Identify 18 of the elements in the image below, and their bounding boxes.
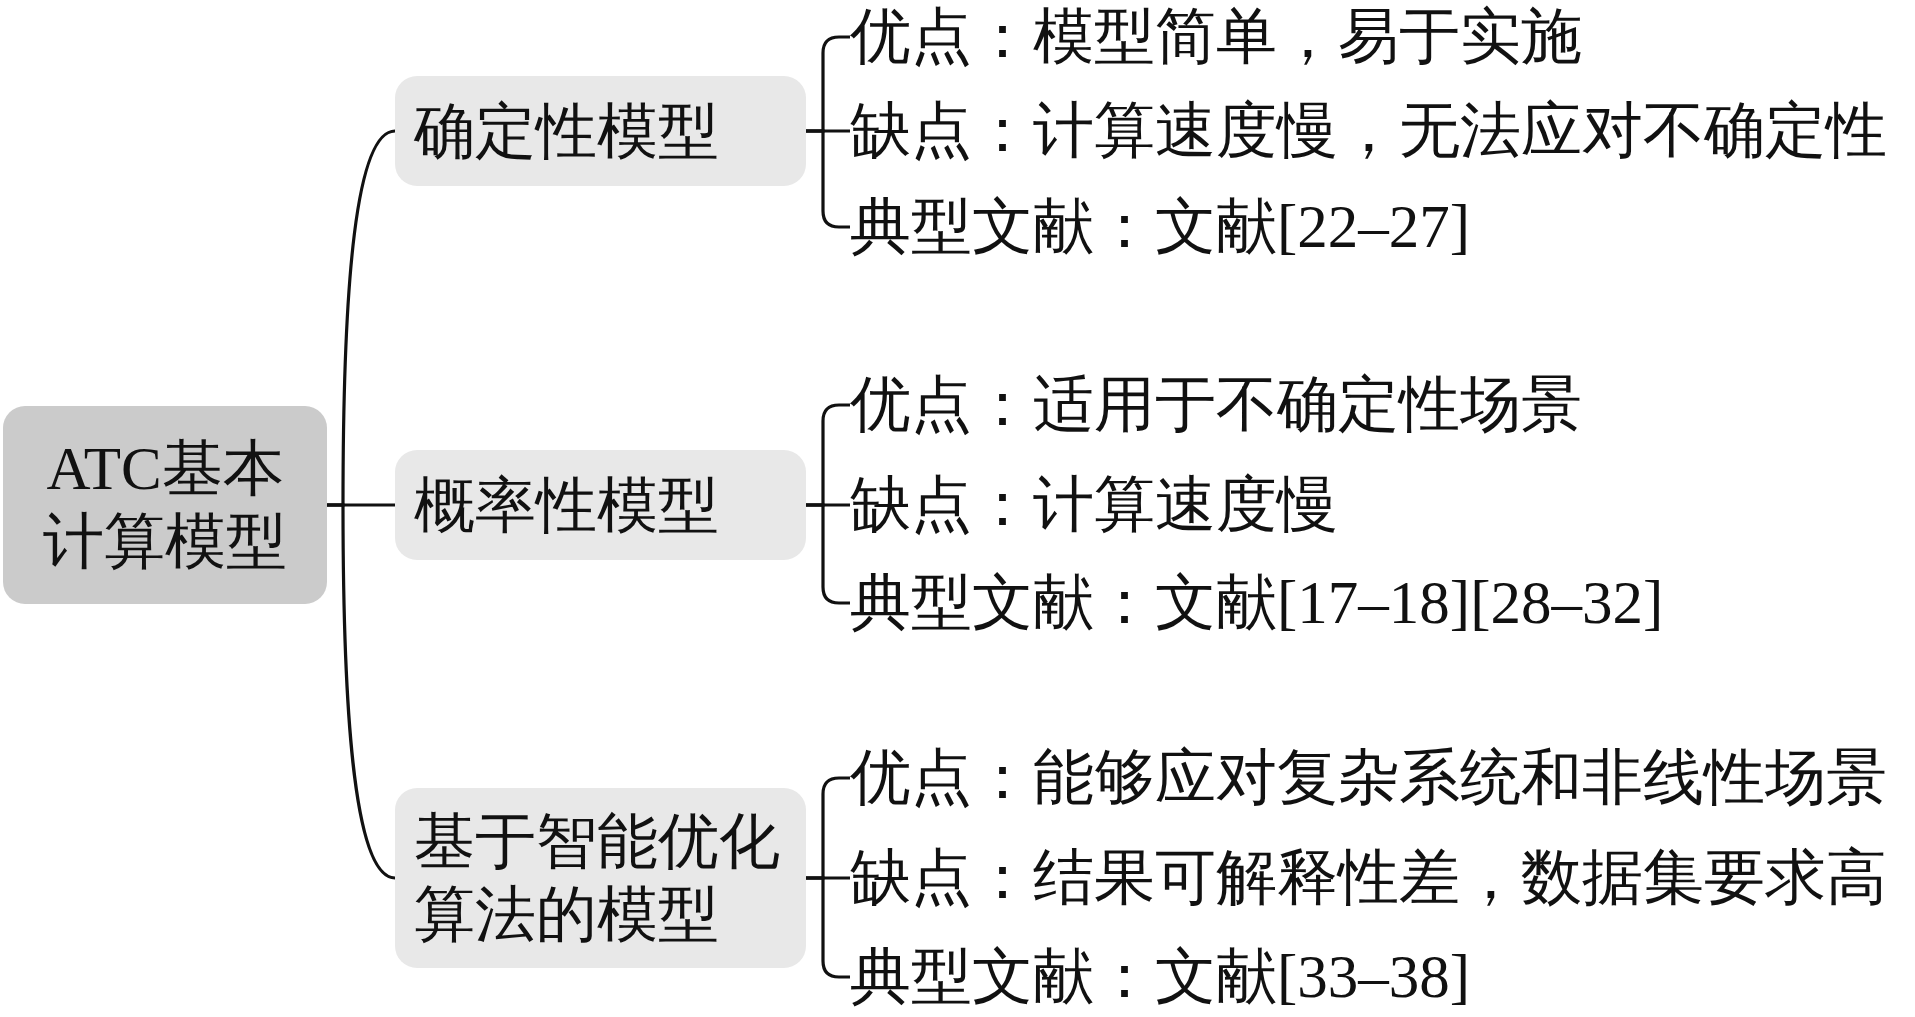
branch-text: 优点：模型简单，易于实施 <box>850 1 1582 73</box>
subtopic-box <box>395 450 806 560</box>
branch-text: 典型文献：文献[17–18][28–32] <box>850 567 1664 639</box>
subtopic-box <box>395 76 806 186</box>
subtopic-box <box>395 788 806 968</box>
subtopic-label: 确定性模型 <box>414 96 719 167</box>
branch-text: 典型文献：文献[22–27] <box>850 191 1471 263</box>
branch-text: 典型文献：文献[33–38] <box>850 941 1471 1013</box>
branch-text: 缺点：计算速度慢，无法应对不确定性 <box>850 95 1887 167</box>
root-topic-label: ATC基本计算模型 <box>42 434 288 577</box>
branch-text: 优点：能够应对复杂系统和非线性场景 <box>850 742 1887 814</box>
branch-text: 优点：适用于不确定性场景 <box>850 369 1582 441</box>
branch-text: 缺点：计算速度慢 <box>850 469 1338 541</box>
branch-text: 缺点：结果可解释性差，数据集要求高 <box>850 842 1887 914</box>
connector-line <box>327 503 396 880</box>
subtopic-label: 基于智能优化算法的模型 <box>414 807 781 950</box>
root-topic-box <box>3 406 327 604</box>
subtopic-label: 概率性模型 <box>414 470 719 541</box>
